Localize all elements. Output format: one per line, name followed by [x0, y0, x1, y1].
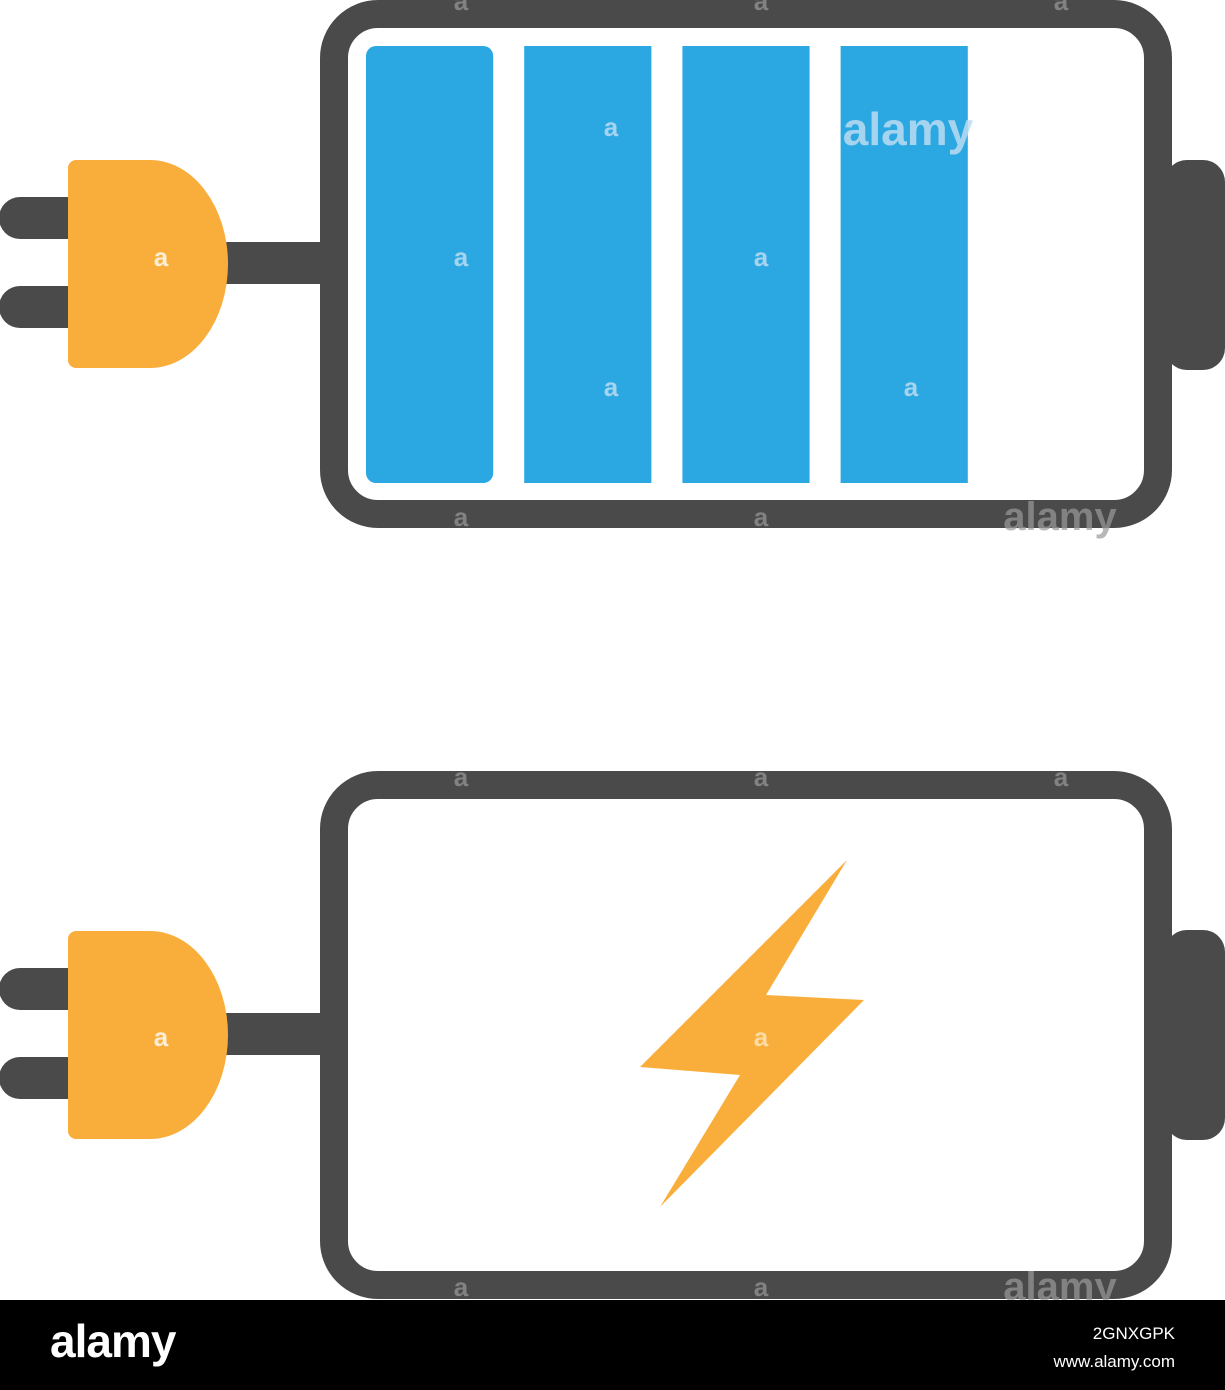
charge-segment — [366, 46, 494, 483]
watermark-mark: a — [754, 242, 769, 272]
watermark-mark: a — [754, 0, 769, 16]
plug-cable — [220, 242, 324, 284]
watermark-mark: a — [1054, 0, 1069, 16]
watermark-mark: a — [904, 372, 919, 402]
watermark: a a a a a alamy — [454, 103, 974, 402]
battery-illustration: a a a a a alamy a a a a a a a alamy a a … — [0, 0, 1225, 1300]
watermark-mark: a — [154, 1022, 169, 1052]
watermark-mark: a — [454, 502, 469, 532]
battery-charge-segments — [366, 46, 968, 483]
watermark-mark: a — [754, 762, 769, 792]
watermark-mark: a — [1054, 762, 1069, 792]
watermark: a — [754, 1022, 769, 1052]
watermark-mark: a — [604, 372, 619, 402]
charging-battery-with-plug-icon — [0, 771, 1225, 1299]
charge-segment — [840, 46, 968, 483]
footer-url[interactable]: www.alamy.com — [1053, 1352, 1175, 1371]
plug-head-icon — [68, 160, 228, 368]
watermark-mark: a — [454, 762, 469, 792]
watermark-mark: a — [154, 242, 169, 272]
charge-segment — [524, 46, 652, 483]
footer-logo[interactable]: alamy — [50, 1315, 176, 1367]
full-battery-with-plug-icon — [0, 0, 1225, 528]
battery-terminal — [1165, 930, 1225, 1140]
watermark-brand: alamy — [843, 103, 974, 155]
watermark: a a — [154, 242, 169, 1052]
plug-cable — [220, 1013, 324, 1055]
image-id: 2GNXGPK — [1092, 1324, 1175, 1343]
watermark-brand: alamy — [1003, 495, 1117, 539]
plug-head-icon — [68, 931, 228, 1139]
watermark-mark: a — [754, 502, 769, 532]
watermark: a a a a a alamy a a a a a alamy — [454, 0, 1118, 1300]
charge-segment — [682, 46, 810, 483]
watermark-mark: a — [754, 1022, 769, 1052]
watermark-brand: alamy — [1003, 1265, 1117, 1300]
lightning-bolt-icon — [640, 860, 864, 1207]
watermark-mark: a — [604, 112, 619, 142]
watermark-mark: a — [754, 1272, 769, 1300]
watermark-mark: a — [454, 242, 469, 272]
watermark-mark: a — [454, 1272, 469, 1300]
footer-bar: alamy 2GNXGPK www.alamy.com — [0, 1300, 1225, 1390]
watermark-mark: a — [454, 0, 469, 16]
battery-terminal — [1165, 160, 1225, 370]
